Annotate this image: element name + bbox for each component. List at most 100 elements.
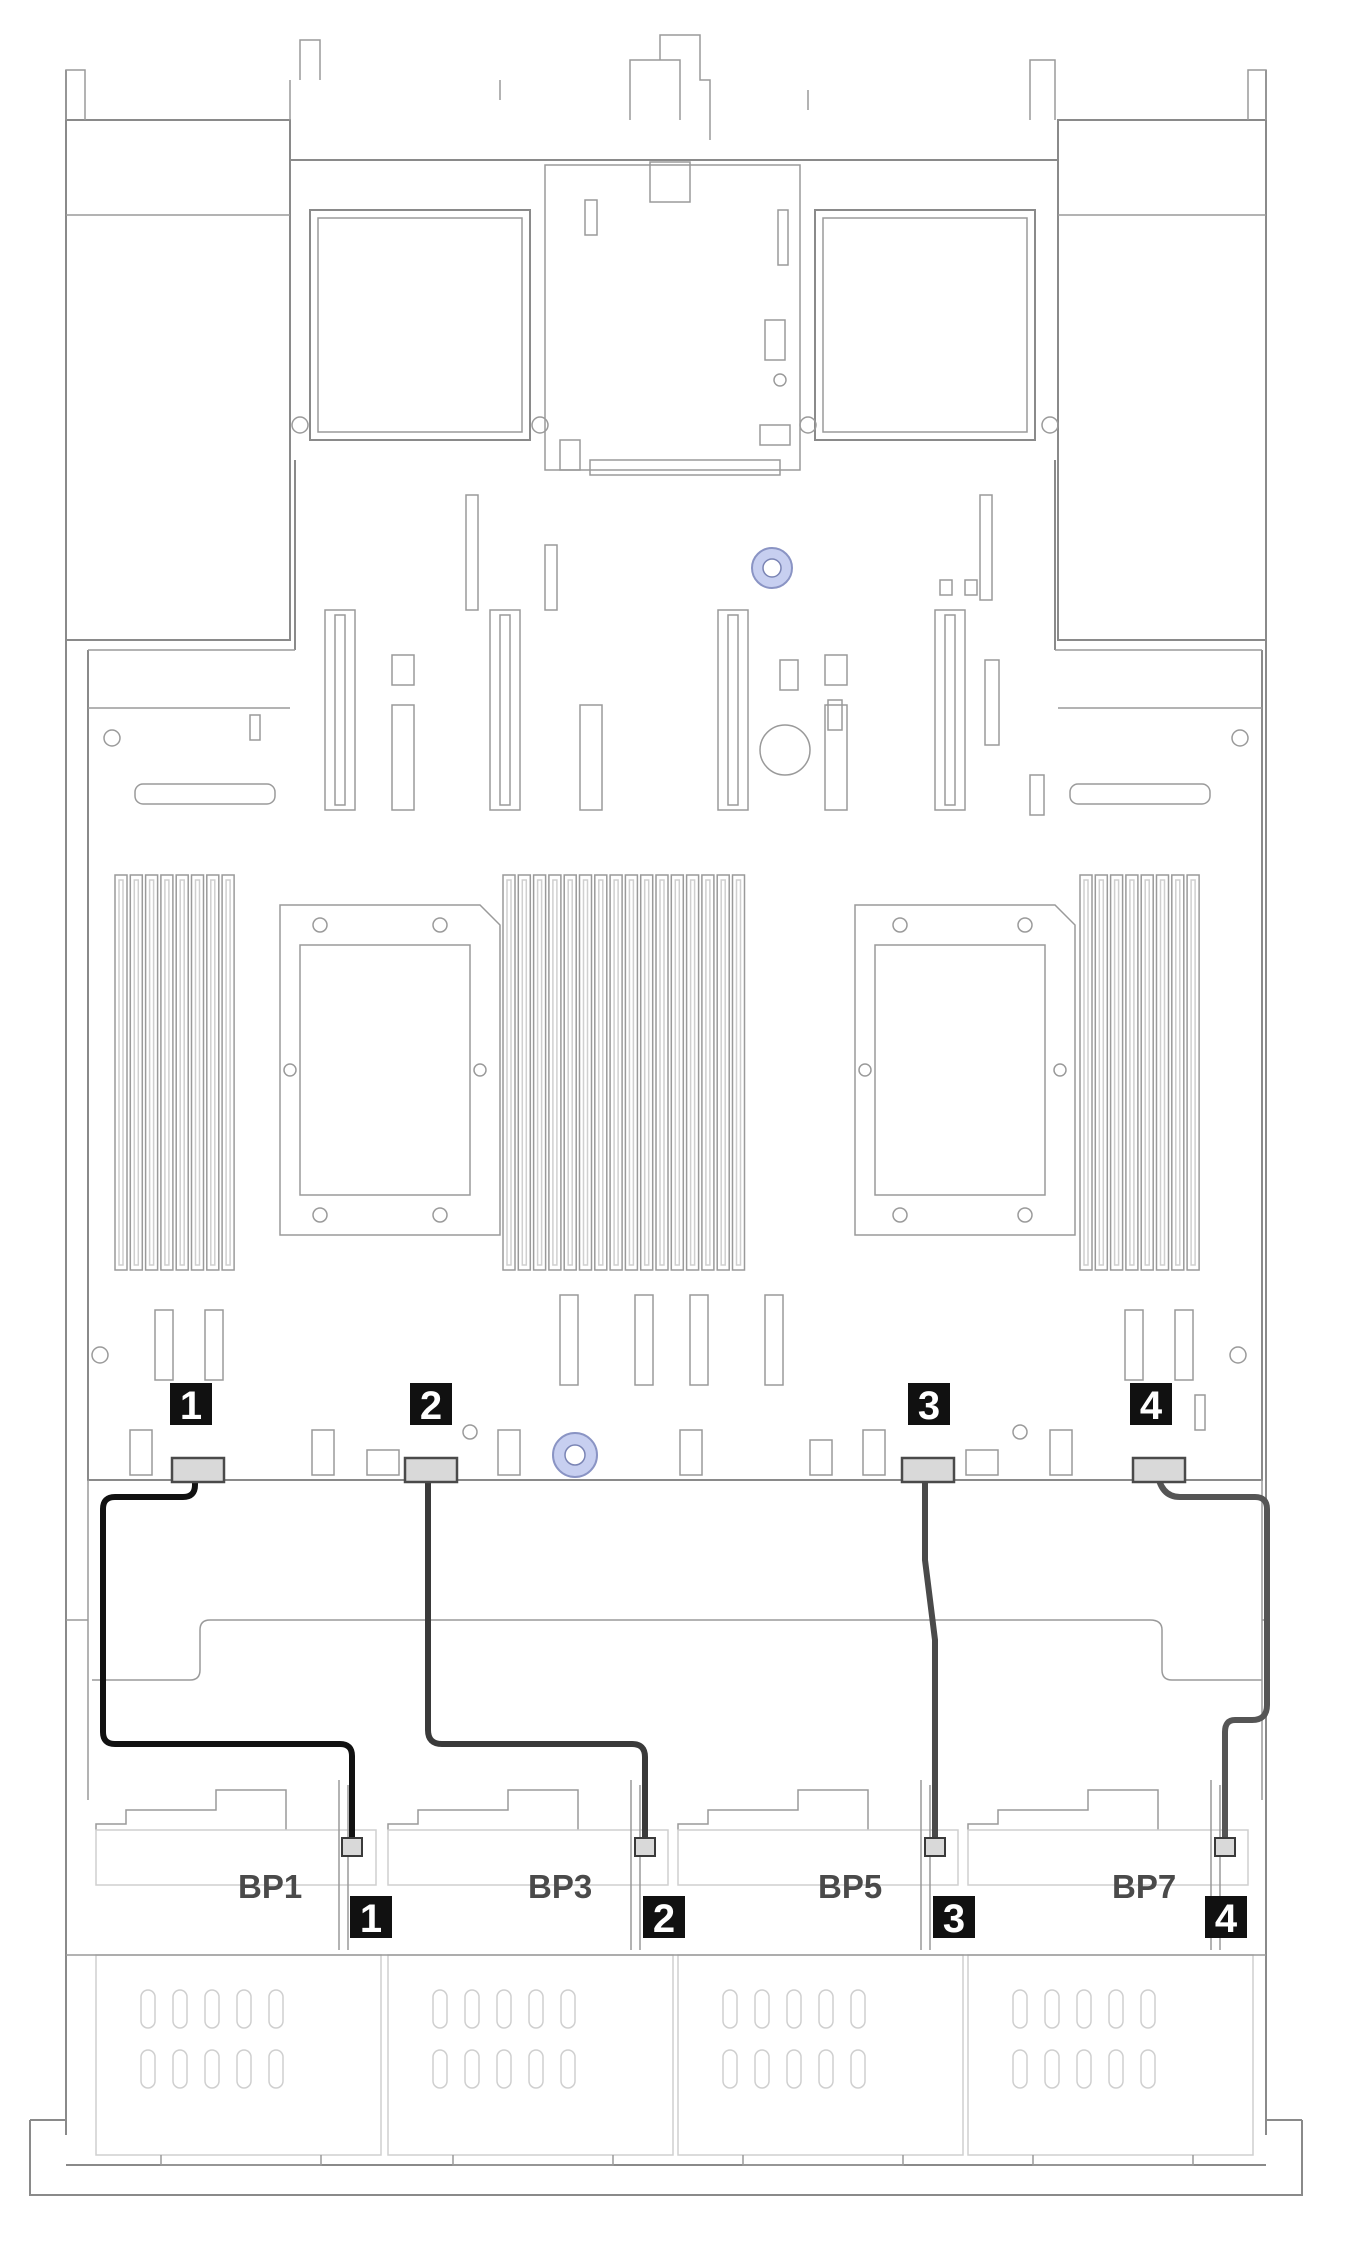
drive-vent <box>1108 1989 1124 2029</box>
dimm-latch <box>118 879 124 1266</box>
backplane-connector-2 <box>634 1837 656 1857</box>
drive-vent <box>528 1989 544 2029</box>
dimm-slot <box>502 874 516 1271</box>
dimm-slot <box>190 874 205 1271</box>
dimm-latch <box>1098 879 1105 1266</box>
drive-bay <box>967 1954 1254 2156</box>
backplane-bracket <box>677 1789 869 1830</box>
badge-number: 1 <box>180 1384 202 1428</box>
drive-vent <box>786 2049 802 2089</box>
drive-vent <box>560 1989 576 2029</box>
drive-vent <box>432 2049 448 2089</box>
backplane-edge <box>630 1780 641 1950</box>
cable-1 <box>100 1467 355 1843</box>
dimm-latch <box>567 879 573 1266</box>
backplane-board <box>677 1829 959 1886</box>
front-drive-area <box>66 1780 1266 2166</box>
dimm-slot <box>160 874 174 1271</box>
dimm-latch <box>225 879 231 1266</box>
callout-badge-board-4: 4 <box>1130 1383 1172 1428</box>
lower-pcie-slots <box>129 1294 1206 1476</box>
backplane-edge <box>920 1780 931 1950</box>
rear-drive-cage-right <box>799 209 1059 441</box>
drive-vent <box>1044 2049 1060 2089</box>
backplane-bracket <box>967 1789 1159 1830</box>
dimm-slot <box>206 874 220 1271</box>
dimm-slot <box>129 874 144 1271</box>
drive-bay <box>95 1954 382 2156</box>
badge-number: 4 <box>1140 1384 1163 1428</box>
dimm-slot <box>114 874 128 1271</box>
cables <box>100 1467 1270 1843</box>
drive-vent <box>204 2049 220 2089</box>
dimm-latch <box>1175 879 1181 1266</box>
drive-vent <box>172 1989 188 2029</box>
backplane-connector-1 <box>341 1837 363 1857</box>
dimm-latch <box>194 879 201 1266</box>
board-connector-3 <box>900 1456 956 1484</box>
dimm-slot <box>1140 874 1154 1271</box>
dimm-slots-left <box>114 874 235 1271</box>
dimm-slot <box>1155 874 1170 1271</box>
board-connector-2 <box>403 1456 459 1484</box>
drive-vent <box>722 2049 738 2089</box>
drive-bay-tab <box>452 2155 614 2166</box>
drive-bay <box>387 1954 674 2156</box>
dimm-latch <box>164 879 170 1266</box>
dimm-slot <box>1125 874 1139 1271</box>
backplane-board <box>387 1829 669 1886</box>
drive-vent <box>464 2049 480 2089</box>
dimm-slot <box>639 874 654 1271</box>
dimm-latch <box>659 879 665 1266</box>
drive-vent <box>496 1989 512 2029</box>
dimm-latch <box>628 879 635 1266</box>
dimm-slot <box>1109 874 1124 1271</box>
dimm-slot <box>670 874 685 1271</box>
drive-vent <box>268 1989 284 2029</box>
dimm-latch <box>705 879 711 1266</box>
badge-number: 1 <box>360 1897 382 1941</box>
dimm-slot <box>701 874 715 1271</box>
drive-vent <box>1044 1989 1060 2029</box>
dimm-slot <box>624 874 639 1271</box>
dimm-latch <box>1113 879 1120 1266</box>
callout-badge-board-2: 2 <box>410 1383 452 1428</box>
dimm-slot <box>1171 874 1185 1271</box>
drive-vent <box>722 1989 738 2029</box>
backplane-connectors <box>341 1837 1236 1857</box>
backplane-board <box>967 1829 1249 1886</box>
drive-vent <box>464 1989 480 2029</box>
fan-area <box>66 1480 1266 1800</box>
drive-vent <box>140 2049 156 2089</box>
dimm-latch <box>1159 879 1166 1266</box>
board-connector-4 <box>1131 1456 1187 1484</box>
dimm-slot <box>609 874 623 1271</box>
backplane-label-bp5: BP5 <box>818 1868 882 1905</box>
drive-vent <box>1140 2049 1156 2089</box>
dimm-slot <box>594 874 608 1271</box>
drive-vent <box>1076 2049 1092 2089</box>
cable-3 <box>922 1467 938 1843</box>
dimm-latch <box>674 879 681 1266</box>
drive-vent <box>204 1989 220 2029</box>
callout-badge-board-3: 3 <box>908 1383 950 1428</box>
badge-number: 3 <box>943 1897 965 1941</box>
drive-vent <box>818 1989 834 2029</box>
dimm-latch <box>506 879 512 1266</box>
dimm-latch <box>613 879 619 1266</box>
dimm-latch <box>720 879 726 1266</box>
dimm-latch <box>582 879 589 1266</box>
drive-vent <box>496 2049 512 2089</box>
backplane-label-bp1: BP1 <box>238 1868 302 1905</box>
system-board <box>87 460 1263 1481</box>
backplane-label-bp7: BP7 <box>1112 1868 1176 1905</box>
drive-vent <box>1140 1989 1156 2029</box>
thumbscrew-top <box>751 547 793 589</box>
dimm-slot <box>578 874 593 1271</box>
dimm-slot <box>1079 874 1093 1271</box>
dimm-latch <box>552 879 558 1266</box>
badge-number: 2 <box>653 1897 675 1941</box>
dimm-slot <box>655 874 669 1271</box>
dimm-latch <box>1129 879 1135 1266</box>
